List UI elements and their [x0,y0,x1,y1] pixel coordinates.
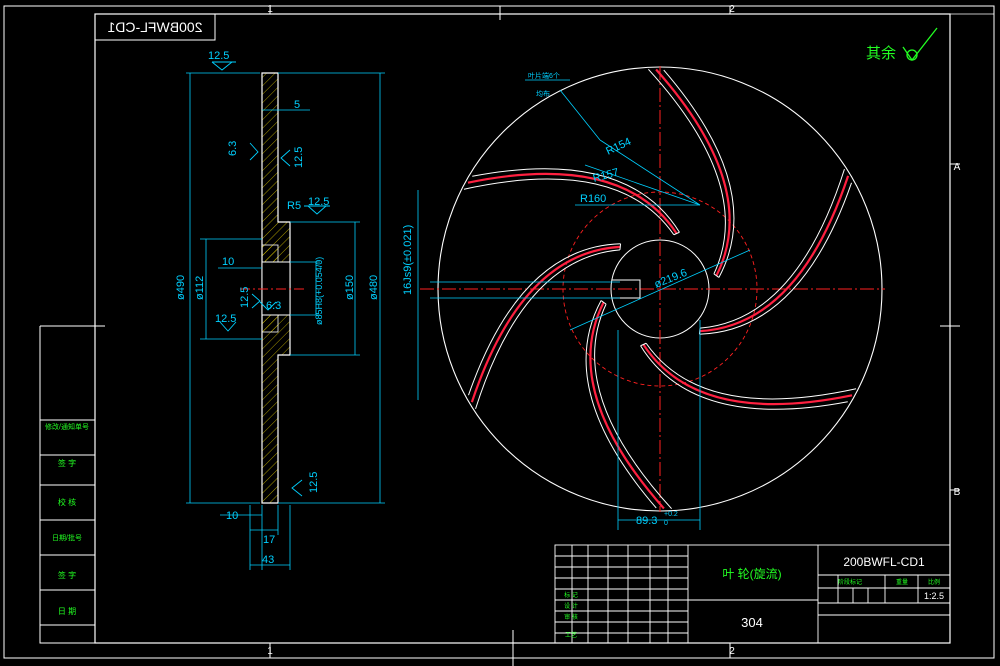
blade-edge-outer [475,249,620,410]
revision-label-2: 校 核 [58,497,76,507]
title-sign-row-0: 标 记 [564,591,578,599]
blade-edge-outer [645,342,857,400]
revision-label-1: 签 字 [58,458,76,468]
dim-len-10-a: 10 [222,256,234,268]
dim-bore-85h8: ø85H8(+0.054/0) [314,257,324,325]
blade-body [699,175,850,333]
blade-edge-outer [594,303,672,510]
blade-body [467,172,678,235]
title-material: 304 [741,615,763,630]
title-header-scale: 比例 [928,578,940,586]
revision-label-3: 日期/批号 [52,533,82,542]
revision-label-5: 日 期 [58,607,76,616]
title-block [554,544,951,644]
dim-depth-89: 89.3 [636,515,657,527]
dim-thickness-5: 5 [294,99,300,111]
blade-root-cap [673,231,680,236]
blade-root-cap [619,243,622,250]
title-scale: 1:2.5 [924,591,944,601]
dim-dia-480: ø480 [368,275,380,300]
blade-edge-inner [663,69,735,278]
blade-root-cap [640,342,647,347]
dim-leader-note2: 均布 [536,89,550,98]
dim-dia-150: ø150 [344,275,356,300]
zone-label-bottom-1: 1 [267,646,273,657]
dim-rough-125-e: 12.5 [215,313,236,325]
zone-label-top-2: 2 [729,4,735,15]
dim-depth-89-tol-dn: 0 [664,520,668,527]
dim-dia-490: ø490 [175,275,187,300]
dim-rough-63-a: 6.3 [227,141,239,156]
blade-root-cap [713,273,720,278]
outer-frame [3,5,995,659]
section-view: 12.5 5 6.3 12.5 R5 12.5 ø490 ø112 10 12.… [175,50,385,570]
title-sign-row-3: 工艺 [565,631,577,639]
dim-dia-112: ø112 [194,276,206,300]
roughness-symbol-icon [902,27,938,62]
blade-root-cap [600,300,607,305]
zone-label-right-b: B [954,487,961,498]
dim-len-43: 43 [262,554,274,566]
dim-r160: R160 [580,193,606,205]
title-header-weight: 重量 [896,578,908,586]
blade-edge-outer [463,178,675,236]
revision-label-4: 签 字 [58,570,76,580]
zone-label-right-a: A [954,162,961,173]
dim-top-roughness: 12.5 [208,50,229,62]
blade-edge-inner [699,182,852,335]
mirror-code-box [94,13,216,41]
dim-keyway: 16Js9(±0.021) [402,225,414,295]
title-sign-row-1: 设 计 [564,602,578,610]
blade-body [655,68,731,277]
zone-label-bottom-2: 2 [729,646,735,657]
roughness-note: 其余 [866,44,896,62]
title-sign-row-2: 审 核 [564,613,578,621]
blade-group [463,68,857,510]
revision-label-0: 修改/通知单号 [45,422,89,431]
dim-depth-89-tol-up: +0.2 [664,511,678,518]
dim-leader-note: 叶片端6个 [528,71,560,80]
title-part-name: 叶 轮(旋流) [722,567,781,581]
dim-rough-125-f: 12.5 [308,472,320,493]
zone-label-top-1: 1 [267,4,273,15]
blade-edge-outer [700,168,845,329]
blade-body [642,343,853,406]
dim-rough-125-c: 12.5 [308,196,329,208]
dim-len-17: 17 [263,534,275,546]
mirror-drawing-code: 200BWFL-CD1 [107,19,202,35]
dim-rough-63-b: 6.3 [266,300,281,312]
front-view: 叶片端6个 均布 R154 R157 R160 16Js9(±0.021) ø2… [402,66,885,530]
blade-body [589,301,665,510]
dim-radius-r5: R5 [287,200,301,212]
blade-edge-inner [468,243,621,396]
dim-rough-125-d: 12.5 [239,287,251,308]
dim-rough-125-b: 12.5 [293,147,305,168]
blade-body [470,245,621,403]
title-header-stage: 阶段标记 [838,578,862,586]
drawing-border [94,13,951,644]
revision-column: 修改/通知单号 签 字 校 核 日期/批号 签 字 日 期 [39,326,96,644]
blade-edge-inner [640,345,848,410]
dim-len-10-b: 10 [226,510,238,522]
blade-edge-inner [585,300,657,509]
blade-edge-outer [648,68,726,275]
blade-edge-inner [472,168,680,233]
title-drawing-no: 200BWFL-CD1 [843,555,925,569]
